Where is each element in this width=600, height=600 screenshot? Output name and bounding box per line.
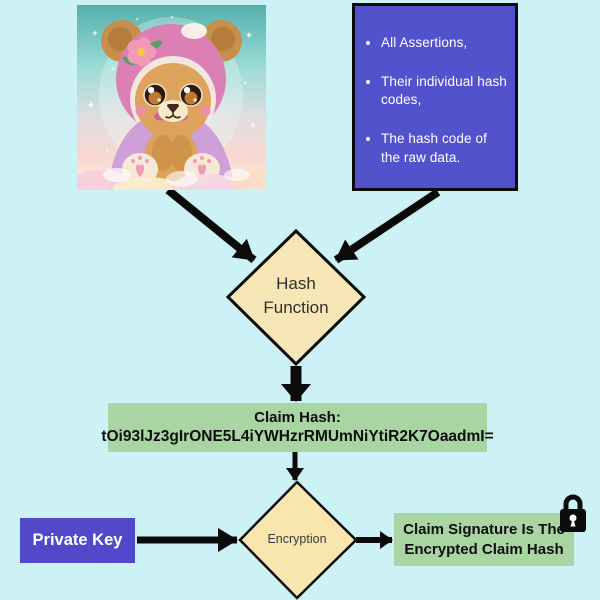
arrow-assertions-to-hash	[333, 188, 441, 264]
assertions-box: All Assertions, Their individual hash co…	[352, 3, 518, 191]
claim-hash-title: Claim Hash:	[254, 408, 341, 426]
padlock-icon	[558, 491, 588, 539]
claim-signature-box: Claim Signature Is The Encrypted Claim H…	[394, 513, 574, 566]
bear-image	[71, 5, 283, 201]
private-key-label: Private Key	[32, 531, 123, 549]
claim-hash-box: Claim Hash: tOi93lJz3gIrONE5L4iYWHzrRMUm…	[101, 403, 494, 452]
encryption-label: Encryption	[267, 532, 327, 546]
claim-signature-label: Claim Signature Is The Encrypted Claim H…	[403, 521, 565, 558]
assertion-item: Their individual hash codes,	[381, 73, 507, 110]
assertion-item: The hash code of the raw data.	[381, 130, 507, 167]
assertion-item: All Assertions,	[381, 34, 507, 53]
arrow-image-to-hash	[165, 186, 257, 264]
hash-function-label: Hash Function	[263, 274, 329, 317]
private-key-box: Private Key	[20, 518, 135, 563]
claim-hash-value: tOi93lJz3gIrONE5L4iYWHzrRMUmNiYtiR2K7Oaa…	[101, 428, 494, 446]
assertions-list: All Assertions, Their individual hash co…	[355, 6, 515, 167]
